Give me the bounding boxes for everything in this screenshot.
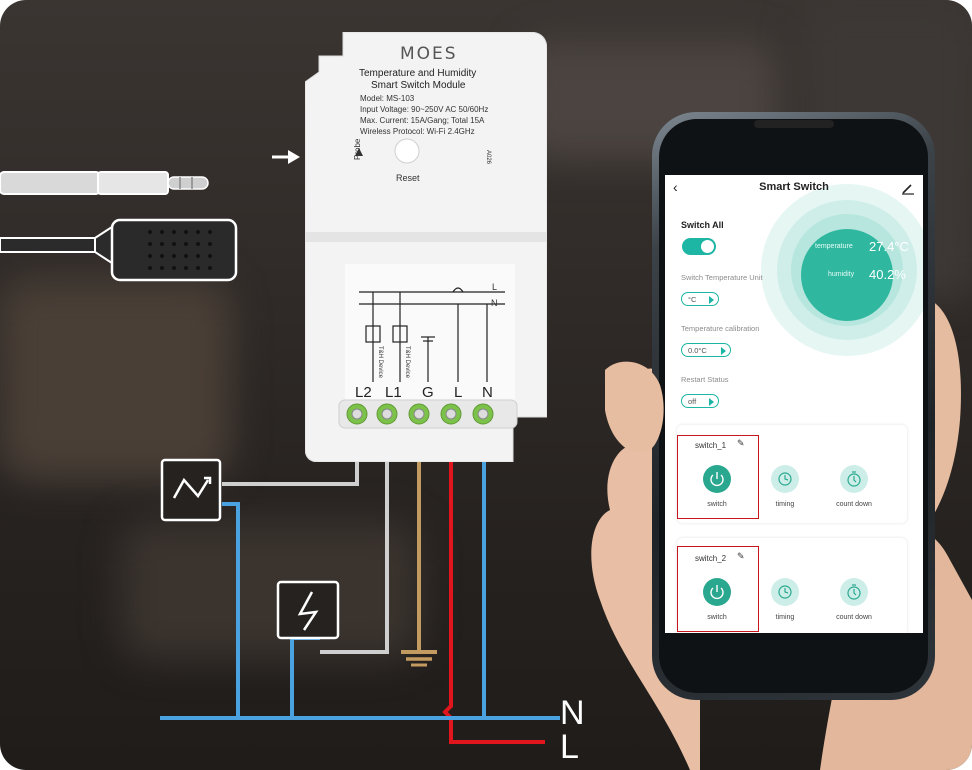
- sofa-blur: [0, 280, 230, 480]
- load2-icon: [276, 580, 340, 640]
- unit-label: Switch Temperature Unit: [681, 273, 763, 282]
- humidity-value: 40.2%: [869, 267, 906, 282]
- switch-name: switch_2: [695, 554, 727, 563]
- temperature-label: temperature: [815, 243, 853, 250]
- restart-value: off: [688, 397, 697, 406]
- play-arrow-icon: [709, 398, 714, 406]
- wire-live: [442, 420, 545, 744]
- terminal-l: L: [454, 384, 463, 401]
- timing-caption: timing: [775, 501, 795, 508]
- table-blur: [120, 520, 420, 660]
- countdown-caption: count down: [836, 501, 872, 508]
- play-arrow-icon: [709, 296, 714, 304]
- play-arrow-icon: [721, 347, 726, 355]
- terminal-l1: L1: [385, 384, 402, 401]
- countdown-timer-icon[interactable]: [840, 465, 868, 493]
- brand-logo: MOES: [400, 44, 458, 64]
- temperature-value: 27.4°C: [869, 239, 909, 254]
- terminal-g: G: [422, 384, 434, 401]
- terminal-l2: L2: [355, 384, 372, 401]
- phone-speaker: [754, 120, 834, 128]
- timing-clock-icon[interactable]: [771, 578, 799, 606]
- power-button[interactable]: [703, 578, 731, 606]
- countdown-caption: count down: [836, 614, 872, 621]
- switch-all-label: Switch All: [681, 220, 724, 230]
- page-title: Smart Switch: [759, 181, 829, 193]
- module-model: Model: MS-103: [360, 94, 415, 103]
- reset-button[interactable]: Reset: [396, 173, 420, 183]
- probe-jack-icon: [0, 171, 209, 195]
- terminal-n: N: [482, 384, 493, 401]
- timing-caption: timing: [775, 614, 795, 621]
- neutral-label: N: [560, 694, 585, 732]
- switch-all-toggle[interactable]: [682, 238, 716, 255]
- highlight-box: [677, 546, 759, 632]
- power-button[interactable]: [703, 465, 731, 493]
- back-icon[interactable]: ‹: [673, 179, 678, 195]
- wire-l1-load2: [320, 420, 389, 654]
- restart-label: Restart Status: [681, 375, 729, 384]
- switch-caption: switch: [707, 614, 727, 621]
- restart-selector[interactable]: off: [681, 394, 719, 408]
- calibration-value: 0.0°C: [688, 346, 707, 355]
- live-label: L: [560, 728, 579, 766]
- pencil-icon[interactable]: ✎: [737, 551, 745, 561]
- countdown-timer-icon[interactable]: [840, 578, 868, 606]
- calibration-label: Temperature calibration: [681, 324, 760, 333]
- switch-card-2: switch_2 ✎ switch timing count down: [677, 538, 907, 633]
- arrow-right-icon: [272, 150, 300, 164]
- humidity-label: humidity: [828, 271, 855, 278]
- sensor-halo: [761, 184, 923, 356]
- sensor-probe-icon: [0, 218, 238, 282]
- wire-load1-neutral: [222, 502, 240, 718]
- unit-selector[interactable]: °C: [681, 292, 719, 306]
- terminal-screws: [346, 403, 494, 425]
- diagram-n-label: N: [491, 298, 498, 308]
- diagram-l-label: L: [492, 282, 498, 292]
- pencil-icon[interactable]: ✎: [737, 438, 745, 448]
- switch-name: switch_1: [695, 441, 727, 450]
- switch-module: MOES Temperature and Humidity Smart Swit…: [305, 32, 547, 462]
- module-title-1: Temperature and Humidity: [359, 68, 477, 79]
- switch-card-1: switch_1 ✎ switch timing count down: [677, 425, 907, 523]
- ground-symbol-icon: [401, 650, 437, 667]
- module-voltage: Input Voltage: 90~250V AC 50/60Hz: [360, 105, 489, 114]
- app-screen: ‹ Smart Switch Switch All temperature 27…: [665, 175, 923, 633]
- module-current: Max. Current: 15A/Gang; Total 15A: [360, 116, 485, 125]
- switch-caption: switch: [707, 501, 727, 508]
- pencil-icon[interactable]: [901, 181, 915, 195]
- calibration-selector[interactable]: 0.0°C: [681, 343, 731, 357]
- module-housing: [305, 32, 547, 462]
- timing-clock-icon[interactable]: [771, 465, 799, 493]
- module-protocol: Wireless Protocol: Wi-Fi 2.4GHz: [360, 127, 475, 136]
- load1-icon: [160, 458, 222, 522]
- unit-value: °C: [688, 295, 697, 304]
- highlight-box: [677, 435, 759, 519]
- module-title-2: Smart Switch Module: [371, 80, 466, 91]
